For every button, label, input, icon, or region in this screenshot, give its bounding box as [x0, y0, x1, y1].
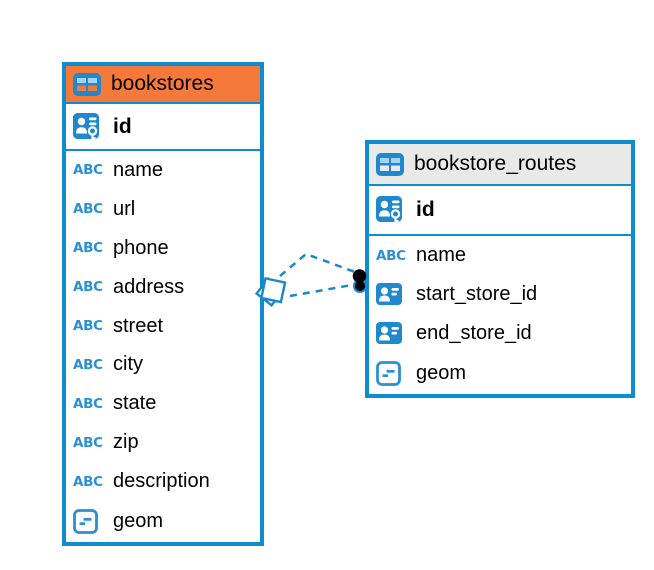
pk-row-routes-id[interactable]: id	[369, 186, 631, 236]
table-name: bookstore_routes	[414, 152, 577, 175]
column-name: zip	[113, 431, 139, 454]
column-row-url[interactable]: ABC url	[66, 189, 260, 229]
text-type-icon: ABC	[73, 473, 103, 490]
text-type-icon: ABC	[73, 162, 103, 179]
column-row-city[interactable]: ABC city	[66, 345, 260, 385]
relationship-lines[interactable]	[279, 252, 356, 298]
column-row-street[interactable]: ABC street	[66, 306, 260, 346]
column-name: end_store_id	[416, 322, 532, 344]
pk-row-bookstores-id[interactable]: id	[66, 104, 260, 151]
text-type-icon: ABC	[73, 318, 103, 335]
column-row-name[interactable]: ABC name	[369, 236, 631, 275]
column-name: name	[416, 244, 467, 266]
text-type-icon: ABC	[73, 201, 103, 218]
geometry-type-icon	[376, 361, 416, 386]
reference-type-icon	[376, 322, 416, 345]
geometry-type-icon	[73, 509, 113, 535]
column-row-phone[interactable]: ABC phone	[66, 228, 260, 268]
column-name: name	[113, 158, 164, 181]
text-type-icon: ABC	[73, 356, 103, 373]
column-name: id	[113, 114, 132, 138]
column-name: street	[113, 314, 164, 337]
column-row-start-store-id[interactable]: start_store_id	[369, 275, 631, 314]
table-name: bookstores	[111, 72, 214, 95]
text-type-icon: ABC	[73, 434, 103, 451]
column-name: start_store_id	[416, 283, 538, 305]
column-name: description	[113, 470, 210, 493]
primary-key-icon	[376, 195, 416, 225]
entity-table-bookstore-routes[interactable]: bookstore_routes id ABC name	[365, 140, 635, 398]
column-name: phone	[113, 236, 169, 259]
text-type-icon: ABC	[73, 279, 103, 296]
column-name: id	[416, 198, 435, 221]
column-row-description[interactable]: ABC description	[66, 462, 260, 502]
column-name: state	[113, 392, 157, 415]
column-name: geom	[113, 510, 164, 533]
table-icon	[376, 152, 404, 176]
column-row-geom[interactable]: geom	[369, 353, 631, 394]
reference-type-icon	[376, 283, 416, 306]
column-name: url	[113, 197, 136, 220]
column-name: city	[113, 353, 143, 376]
column-row-end-store-id[interactable]: end_store_id	[369, 314, 631, 353]
text-type-icon: ABC	[73, 240, 103, 257]
text-type-icon: ABC	[73, 395, 103, 412]
primary-key-icon	[73, 112, 113, 142]
text-type-icon: ABC	[376, 247, 406, 264]
table-header-bookstores[interactable]: bookstores	[66, 66, 260, 104]
column-name: geom	[416, 362, 467, 384]
column-row-zip[interactable]: ABC zip	[66, 423, 260, 463]
column-row-name[interactable]: ABC name	[66, 151, 260, 190]
table-icon	[73, 72, 101, 96]
column-row-state[interactable]: ABC state	[66, 384, 260, 424]
column-name: address	[113, 275, 185, 298]
table-header-bookstore-routes[interactable]: bookstore_routes	[369, 144, 631, 186]
column-row-geom[interactable]: geom	[66, 501, 260, 543]
entity-table-bookstores[interactable]: bookstores id ABC name A	[62, 62, 264, 546]
column-row-address[interactable]: ABC address	[66, 267, 260, 307]
